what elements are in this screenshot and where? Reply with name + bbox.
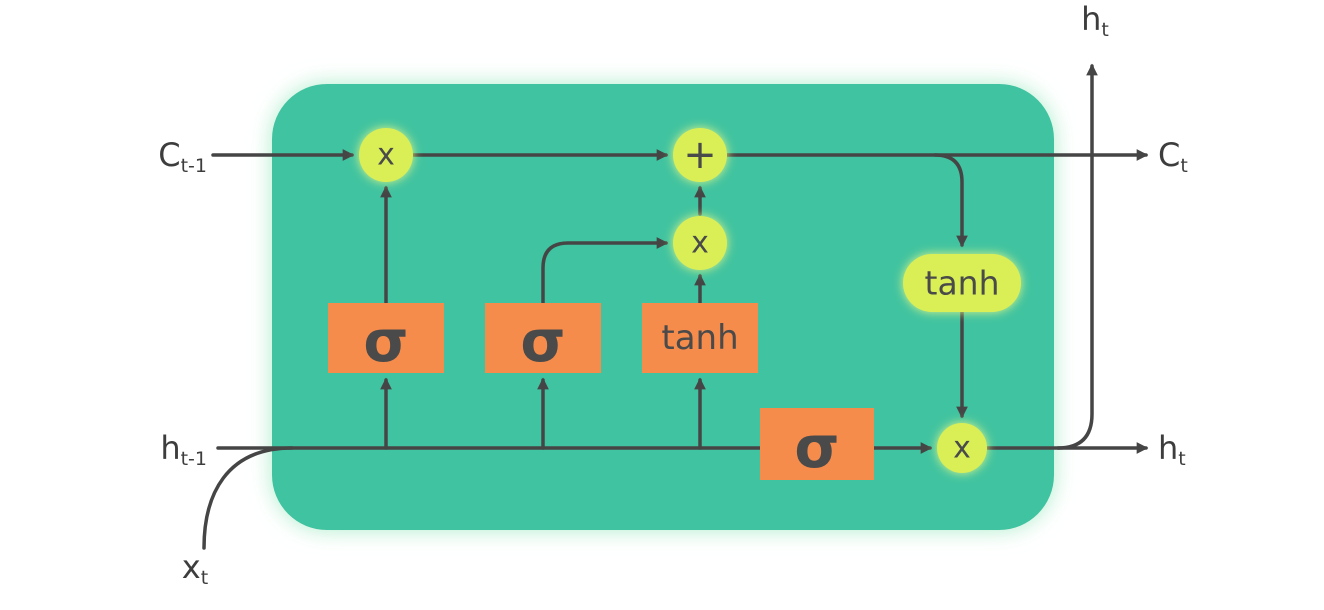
h-next-top-label: ht — [1081, 0, 1109, 41]
cell-tanh-pill — [903, 254, 1021, 312]
h-next-top-sub: t — [1101, 19, 1108, 41]
forget-multiply-circle — [359, 128, 413, 182]
add-circle — [673, 128, 727, 182]
candidate-gate-box — [642, 303, 758, 373]
forget-gate-label: σ — [363, 307, 408, 375]
add-label: + — [683, 132, 717, 178]
h-branch-to-top — [1056, 63, 1098, 450]
c-branch-to-tanh — [933, 153, 968, 248]
output-multiply-circle — [937, 423, 987, 473]
h-prev-sub: t-1 — [181, 448, 207, 470]
h-next-right-sub: t — [1178, 448, 1185, 470]
output-multiply-label: x — [953, 431, 971, 466]
cell-tanh-label: tanh — [925, 264, 1000, 303]
h-prev-label: ht-1 — [160, 429, 207, 470]
forget-gate: σ — [328, 303, 444, 375]
h-next-right-label: ht — [1158, 429, 1186, 470]
input-gate-to-multiply — [541, 237, 669, 305]
h-prev-base: h — [160, 429, 180, 467]
x-input-label: xt — [182, 548, 208, 589]
x-input-curve — [202, 446, 294, 550]
candidate-gate: tanh — [642, 303, 758, 373]
x-input-base: x — [182, 548, 201, 586]
input-gate-label: σ — [520, 307, 565, 375]
output-gate-box — [760, 408, 874, 480]
input-multiply-node: x — [673, 216, 727, 270]
x-input-sub: t — [201, 567, 208, 589]
add-node: + — [673, 128, 727, 182]
c-next-label: Ct — [1158, 136, 1188, 177]
c-prev-label: Ct-1 — [158, 136, 207, 177]
c-next-sub: t — [1180, 155, 1187, 177]
input-gate: σ — [485, 303, 601, 375]
input-multiply-circle — [673, 216, 727, 270]
forget-multiply-label: x — [377, 138, 395, 173]
c-next-base: C — [1158, 136, 1180, 174]
h-next-right-base: h — [1158, 429, 1178, 467]
input-multiply-label: x — [691, 226, 709, 261]
forget-multiply-node: x — [359, 128, 413, 182]
input-gate-box — [485, 303, 601, 373]
cell-tanh-node: tanh — [903, 254, 1021, 312]
output-gate: σ — [760, 408, 874, 481]
candidate-gate-label: tanh — [661, 318, 738, 358]
output-multiply-node: x — [937, 423, 987, 473]
c-prev-base: C — [158, 136, 180, 174]
output-gate-label: σ — [794, 413, 839, 481]
c-prev-sub: t-1 — [181, 155, 207, 177]
forget-gate-box — [328, 303, 444, 373]
h-next-top-base: h — [1081, 0, 1101, 38]
